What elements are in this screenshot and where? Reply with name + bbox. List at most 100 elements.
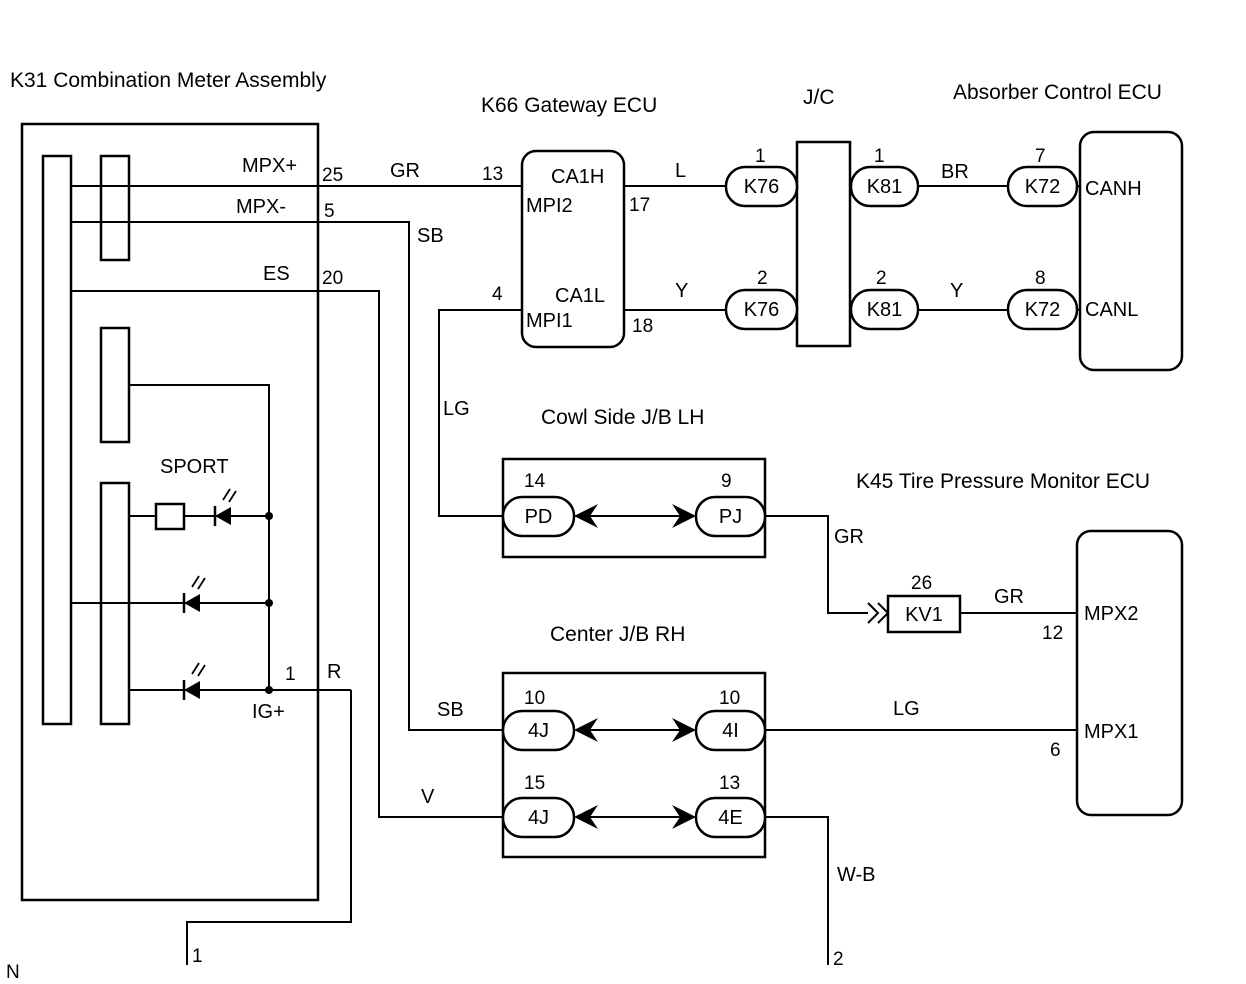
- connector-kv1-label: KV1: [905, 604, 943, 626]
- meter-title: K31 Combination Meter Assembly: [10, 69, 327, 92]
- pin-pd-14: 14: [524, 471, 546, 492]
- meter-block-mpx: [99, 154, 131, 262]
- meter-bus-bar: [41, 154, 73, 726]
- pin-k76-1: 1: [755, 146, 766, 167]
- pin-4e-13: 13: [719, 773, 740, 794]
- connector-k72-8: [1006, 288, 1079, 331]
- label-ca1h: CA1H: [551, 166, 604, 188]
- connector-k81-2: [849, 288, 920, 331]
- tpms-ecu: K45 Tire Pressure Monitor ECU KV1 26 MPX…: [856, 470, 1184, 817]
- pin-4i-10: 10: [719, 688, 740, 709]
- junction-dot: [265, 599, 273, 607]
- label-ig-plus: IG+: [252, 701, 285, 723]
- center-jb: Center J/B RH 4J 4I 4J 4E 10 10 15 13: [501, 623, 767, 859]
- connector-4e: [694, 796, 767, 839]
- wire-ig-r: [186, 690, 352, 965]
- wires: [71, 185, 1080, 965]
- cowl-title: Cowl Side J/B LH: [541, 406, 704, 429]
- gateway-box: [520, 149, 626, 349]
- absorber-ecu: Absorber Control ECU K72 K72 7 8 CANH CA…: [953, 81, 1184, 372]
- connector-4j-label: 4J: [528, 807, 549, 829]
- internal-feed-wire: [129, 384, 270, 690]
- wire-label-br: BR: [941, 161, 969, 183]
- corner-label: N: [6, 962, 20, 983]
- label-canh: CANH: [1085, 178, 1142, 200]
- pin-17: 17: [629, 195, 650, 216]
- junction-dot: [265, 686, 273, 694]
- wire-arrow-icon: [867, 602, 890, 624]
- tpms-title: K45 Tire Pressure Monitor ECU: [856, 470, 1150, 493]
- terminal-icon: [574, 504, 598, 528]
- wire-label-y: Y: [675, 280, 688, 302]
- pin-k81-1: 1: [874, 146, 885, 167]
- label-canl: CANL: [1085, 299, 1138, 321]
- terminal-icon: [672, 718, 696, 742]
- pin-pj-9: 9: [721, 471, 732, 492]
- connector-k76-label: K76: [744, 299, 780, 321]
- wire-pj-gr: [765, 515, 868, 614]
- ground-pin-2: 2: [833, 949, 844, 970]
- connector-pd-label: PD: [525, 506, 553, 528]
- pin-k81-2: 2: [876, 268, 887, 289]
- sport-switch-box: [154, 502, 186, 531]
- wire-label-y: Y: [950, 280, 963, 302]
- terminal-icon: [672, 805, 696, 829]
- wire-es-v: [71, 290, 504, 818]
- terminal-icon: [574, 718, 598, 742]
- pin-k72-7: 7: [1035, 146, 1046, 167]
- wire-label-lg: LG: [443, 398, 470, 420]
- connector-pd: [501, 495, 576, 538]
- wire-label-gr: GR: [834, 526, 864, 548]
- wire-label-gr: GR: [390, 160, 420, 182]
- label-mpi1: MPI1: [526, 310, 573, 332]
- connector-k81-1: [849, 165, 920, 208]
- wire-label-sb: SB: [437, 699, 464, 721]
- gateway-ecu: K66 Gateway ECU CA1H MPI2 CA1L MPI1 13 1…: [481, 94, 657, 349]
- connector-4j-15: [501, 796, 576, 839]
- pin-kv1-26: 26: [911, 573, 932, 594]
- wire-labels: GR SB L Y BR Y LG GR GR LG SB V R W-B: [327, 160, 1024, 886]
- connector-4j-label: 4J: [528, 720, 549, 742]
- connector-k76-2: [724, 288, 799, 331]
- jc-box: [795, 140, 852, 348]
- pin-4: 4: [492, 284, 503, 305]
- connector-4i: [694, 709, 767, 752]
- ground-pin-1: 1: [192, 946, 203, 967]
- meter-block-mid: [99, 326, 131, 444]
- absorber-title: Absorber Control ECU: [953, 81, 1162, 104]
- connector-k72-label: K72: [1025, 176, 1061, 198]
- wire-mpi1-lg: [438, 309, 522, 517]
- pin-4j-10: 10: [524, 688, 545, 709]
- connector-4e-label: 4E: [718, 807, 742, 829]
- connector-k72-label: K72: [1025, 299, 1061, 321]
- junction-dot: [265, 512, 273, 520]
- jc-title: J/C: [803, 86, 835, 109]
- absorber-box: [1078, 130, 1184, 372]
- pin-5: 5: [324, 201, 335, 222]
- led-icon: [213, 488, 237, 526]
- connector-k76-1: [724, 165, 799, 208]
- label-mpx2: MPX2: [1084, 603, 1138, 625]
- wire-label-lg: LG: [893, 698, 920, 720]
- wire-label-v: V: [421, 786, 435, 808]
- wire-label-gr: GR: [994, 586, 1024, 608]
- pin-1-meter: 1: [285, 664, 296, 685]
- connector-4i-label: 4I: [722, 720, 739, 742]
- terminal-icon: [672, 504, 696, 528]
- label-es: ES: [263, 263, 290, 285]
- cowl-side-jb: Cowl Side J/B LH PD PJ 14 9: [501, 406, 767, 559]
- label-mpx-plus: MPX+: [242, 155, 297, 177]
- led-icon: [182, 575, 206, 613]
- label-mpx1: MPX1: [1084, 721, 1138, 743]
- label-sport: SPORT: [160, 456, 229, 478]
- wire-label-sb: SB: [417, 225, 444, 247]
- combination-meter: K31 Combination Meter Assembly MPX+ MPX-…: [10, 69, 351, 902]
- connector-pj: [694, 495, 767, 538]
- terminal-icon: [574, 805, 598, 829]
- wire-label-r: R: [327, 661, 341, 683]
- pin-k76-2: 2: [757, 268, 768, 289]
- pin-18: 18: [632, 316, 653, 337]
- pin-25: 25: [322, 165, 343, 186]
- gateway-title: K66 Gateway ECU: [481, 94, 657, 117]
- connector-k81-label: K81: [867, 299, 903, 321]
